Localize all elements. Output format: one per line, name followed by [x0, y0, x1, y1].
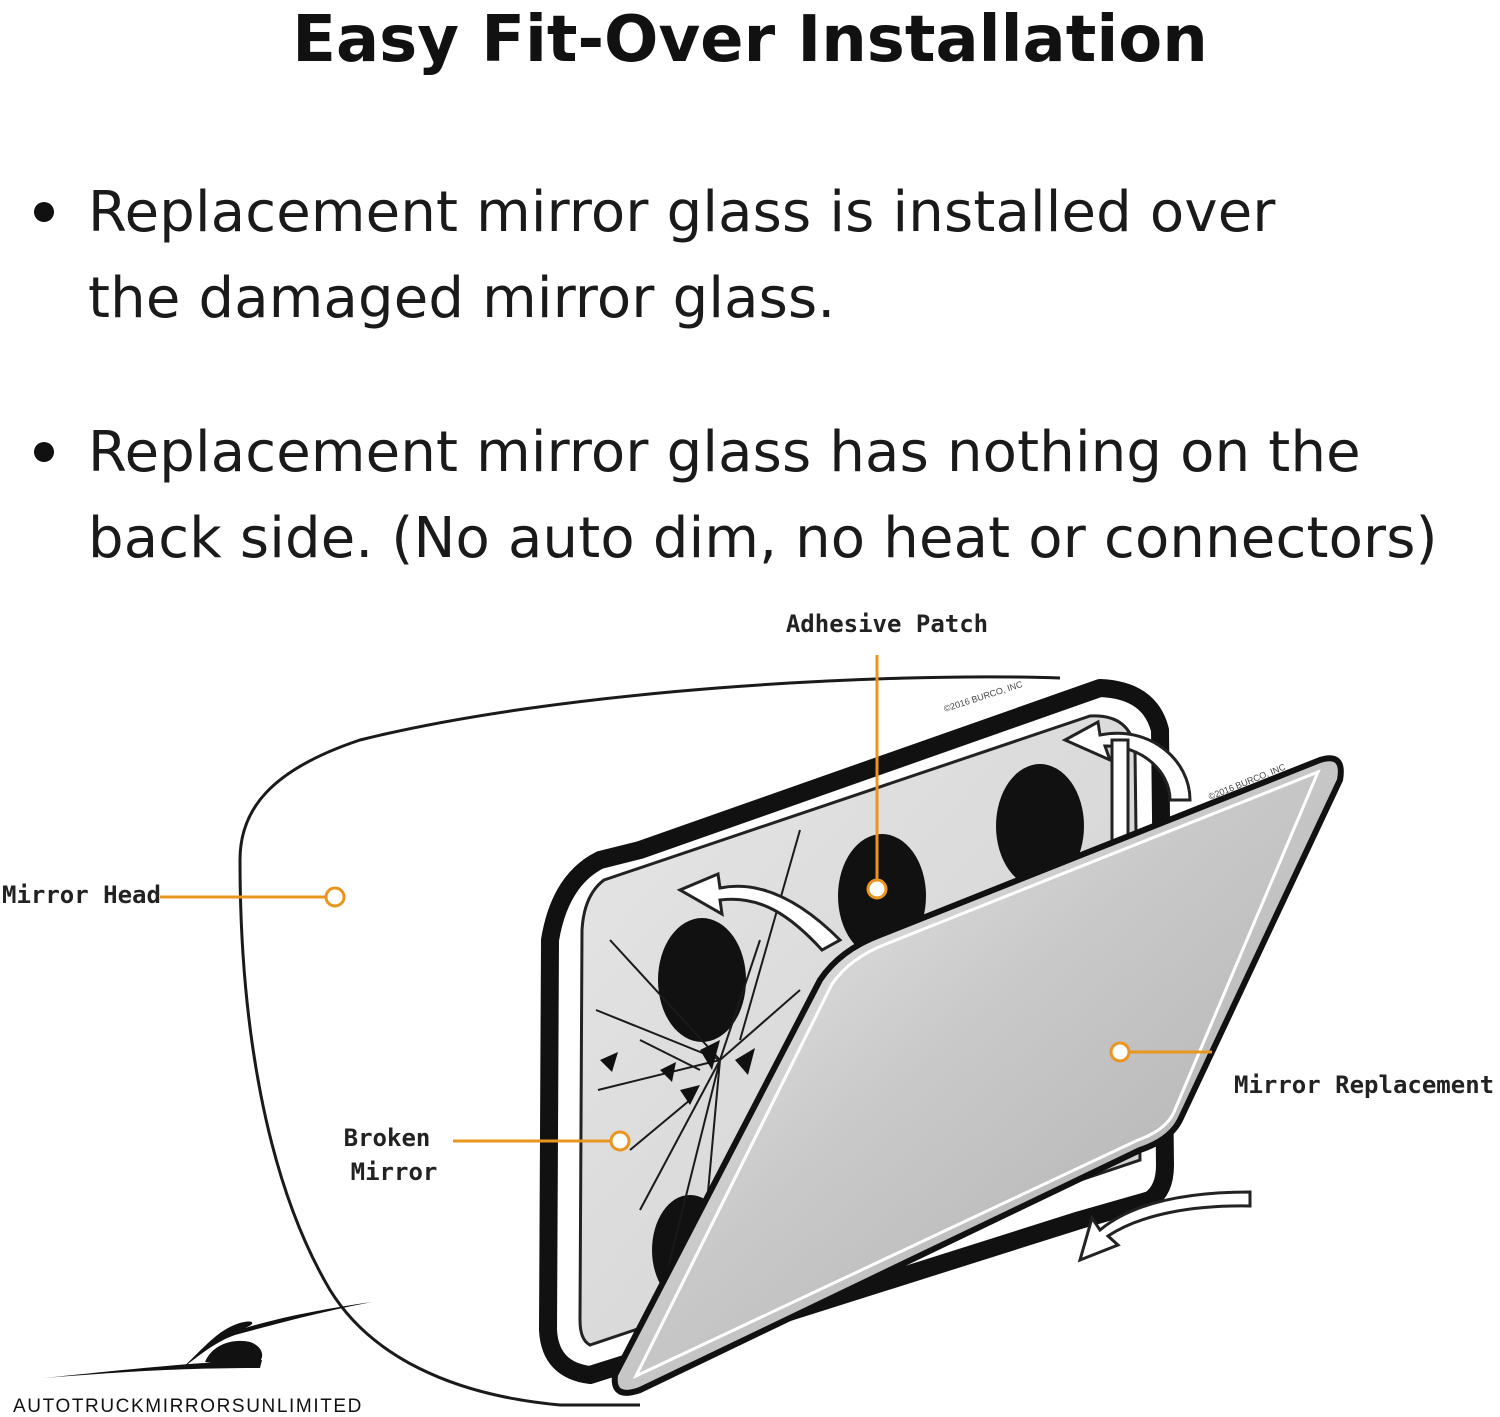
label-broken-mirror: Broken [344, 1124, 431, 1152]
callout-lines [160, 655, 1212, 1143]
label-broken-mirror: Mirror [351, 1158, 438, 1186]
label-mirror-replacement: Mirror Replacement [1234, 1071, 1494, 1099]
callout-markers [324, 878, 1131, 1152]
eagle-icon [44, 1302, 372, 1378]
glass-shards [600, 990, 755, 1105]
callout-dot [1109, 1041, 1131, 1063]
label-mirror-head: Mirror Head [2, 881, 161, 909]
bullet-list: Replacement mirror glass is installed ov… [30, 170, 1500, 582]
bullet-text-line: Replacement mirror glass has nothing on … [88, 420, 1361, 485]
bullet-text-line: the damaged mirror glass. [88, 266, 836, 331]
page-title: Easy Fit-Over Installation [292, 3, 1208, 77]
replacement-glass-edge [632, 769, 1321, 1380]
callout-dot [609, 1130, 631, 1152]
callout-dot [324, 886, 346, 908]
bullet-item: Replacement mirror glass has nothing on … [30, 410, 1500, 582]
bullet-dot-icon [34, 202, 54, 222]
bullet-item: Replacement mirror glass is installed ov… [30, 170, 1500, 342]
brand-name: AUTOTRUCKMIRRORSUNLIMITED [13, 1396, 363, 1417]
bullet-text-line: Replacement mirror glass is installed ov… [88, 180, 1276, 245]
callout-dot [866, 878, 888, 900]
adhesive-pad [658, 918, 746, 1042]
replacement-mirror-glass [611, 755, 1344, 1396]
bullet-dot-icon [34, 442, 54, 462]
label-adhesive-patch: Adhesive Patch [786, 610, 988, 638]
adhesive-pad [996, 764, 1084, 888]
bullet-text-line: back side. (No auto dim, no heat or conn… [88, 506, 1438, 571]
